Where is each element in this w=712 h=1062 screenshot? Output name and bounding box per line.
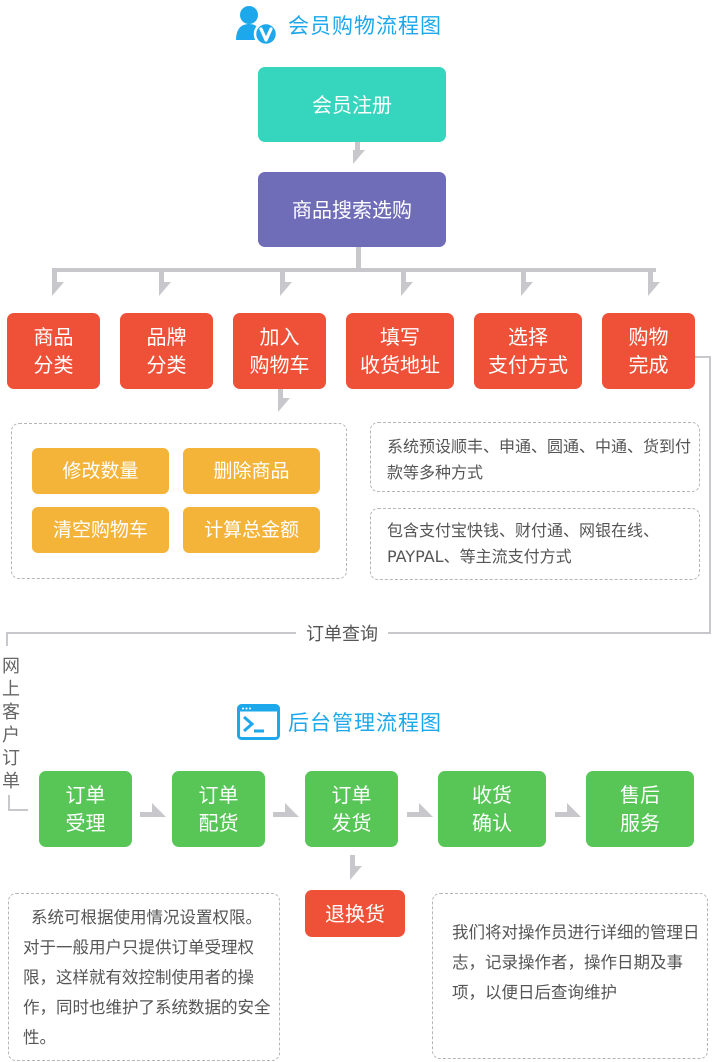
connector-line (8, 795, 10, 811)
cart-actions-panel (11, 423, 347, 579)
step-add-to-cart: 加入购物车 (233, 313, 326, 389)
cart-action-label: 计算总金额 (203, 519, 299, 541)
member-register-label: 会员注册 (312, 92, 392, 117)
step-line: 收货 (472, 783, 512, 807)
permission-note-panel (8, 893, 280, 1061)
return-label: 退换货 (325, 901, 385, 926)
step-line: 品牌 (146, 325, 187, 349)
step-line: 填写 (380, 325, 420, 349)
step-line: 收货地址 (360, 353, 440, 377)
step-line: 服务 (620, 811, 660, 835)
step-line: 完成 (628, 353, 669, 377)
admin-step-order-shipping: 订单发货 (305, 771, 398, 847)
step-line: 分类 (33, 353, 74, 377)
product-search-label: 商品搜索选购 (292, 197, 412, 222)
step-fill-address: 填写收货地址 (346, 313, 454, 389)
vchar: 客 (2, 702, 20, 723)
order-query-label: 订单查询 (296, 620, 388, 646)
connector-line (695, 356, 711, 358)
connector-line (350, 855, 355, 869)
step-line: 受理 (65, 811, 106, 835)
connector-line (521, 270, 526, 284)
arrow-down-icon (52, 282, 64, 296)
vchar: 订 (2, 748, 20, 769)
step-line: 加入 (259, 325, 300, 349)
connector-line (8, 809, 28, 811)
arrow-down-icon (280, 282, 292, 296)
step-purchase-complete: 购物完成 (602, 313, 695, 389)
log-note: 我们将对操作员进行详细的管理日志，记录操作者，操作日期及事项，以便日后查询维护 (452, 923, 700, 1002)
step-line: 支付方式 (488, 353, 568, 377)
cart-action-calc-total: 计算总金额 (183, 507, 320, 553)
connector-line (52, 268, 656, 272)
vchar: 网 (2, 656, 20, 677)
connector-line (159, 270, 164, 284)
connector-line (648, 270, 653, 284)
step-choose-payment: 选择支付方式 (474, 313, 582, 389)
cart-action-modify-quantity: 修改数量 (32, 448, 169, 494)
arrow-down-icon (521, 282, 533, 296)
vchar: 上 (2, 679, 20, 700)
connector-line (401, 270, 406, 284)
cart-action-label: 清空购物车 (52, 519, 148, 541)
arrow-down-icon (159, 282, 171, 296)
member-register-step: 会员注册 (258, 67, 446, 142)
arrow-right-icon (140, 803, 166, 817)
terminal-window-icon (237, 704, 280, 740)
cart-action-delete-product: 删除商品 (183, 448, 320, 494)
payment-note-panel (370, 508, 700, 580)
log-note-panel (432, 893, 708, 1059)
connector-line (280, 270, 285, 284)
arrow-down-icon (648, 282, 660, 296)
cart-action-clear-cart: 清空购物车 (32, 507, 169, 553)
arrow-down-icon (278, 398, 290, 412)
step-line: 选择 (508, 325, 548, 349)
step-line: 订单 (65, 783, 106, 807)
member-flow-title: 会员购物流程图 (288, 14, 442, 38)
shipping-note: 系统预设顺丰、申通、圆通、中通、货到付款等多种方式 (387, 437, 692, 482)
step-line: 售后 (620, 783, 660, 807)
admin-step-order-picking: 订单配货 (172, 771, 265, 847)
step-line: 购物 (628, 325, 669, 349)
permission-note: 系统可根据使用情况设置权限。对于一般用户只提供订单受理权限，这样就有效控制使用者… (23, 908, 271, 1047)
connector-line (52, 270, 57, 284)
admin-step-return-exchange: 退换货 (305, 890, 405, 937)
arrow-right-icon (555, 803, 581, 817)
step-product-category: 商品分类 (7, 313, 100, 389)
step-line: 配货 (198, 811, 239, 835)
arrow-right-icon (273, 803, 299, 817)
arrow-down-icon (350, 866, 362, 880)
step-line: 商品 (33, 325, 74, 349)
vchar: 户 (2, 725, 20, 746)
arrow-right-icon (407, 803, 433, 817)
admin-flow-header: 后台管理流程图 (237, 704, 442, 740)
step-line: 订单 (198, 783, 239, 807)
online-orders-label: 网 上 客 户 订 单 (1, 655, 21, 793)
admin-step-receipt-confirm: 收货确认 (438, 771, 546, 847)
product-search-step: 商品搜索选购 (258, 172, 446, 247)
step-line: 发货 (331, 811, 372, 835)
admin-step-order-accept: 订单受理 (39, 771, 132, 847)
connector-line (278, 389, 283, 401)
connector-line (709, 356, 711, 634)
connector-line (355, 142, 360, 156)
payment-note: 包含支付宝快钱、财付通、网银在线、PAYPAL、等主流支付方式 (387, 521, 660, 566)
shipping-note-panel (370, 422, 700, 492)
user-v-icon (234, 4, 282, 46)
step-line: 分类 (146, 353, 187, 377)
admin-step-after-sales: 售后服务 (586, 771, 694, 847)
step-line: 购物车 (249, 353, 310, 377)
arrow-down-icon (401, 282, 413, 296)
step-line: 确认 (472, 811, 512, 835)
vchar: 单 (2, 771, 20, 792)
arrow-down-icon (353, 150, 365, 164)
step-line: 订单 (331, 783, 372, 807)
connector-line (356, 247, 361, 269)
step-brand-category: 品牌分类 (120, 313, 213, 389)
admin-flow-title: 后台管理流程图 (288, 711, 442, 735)
cart-action-label: 修改数量 (62, 460, 139, 482)
connector-line (6, 632, 8, 646)
member-flow-header: 会员购物流程图 (234, 4, 442, 46)
cart-action-label: 删除商品 (213, 460, 290, 482)
